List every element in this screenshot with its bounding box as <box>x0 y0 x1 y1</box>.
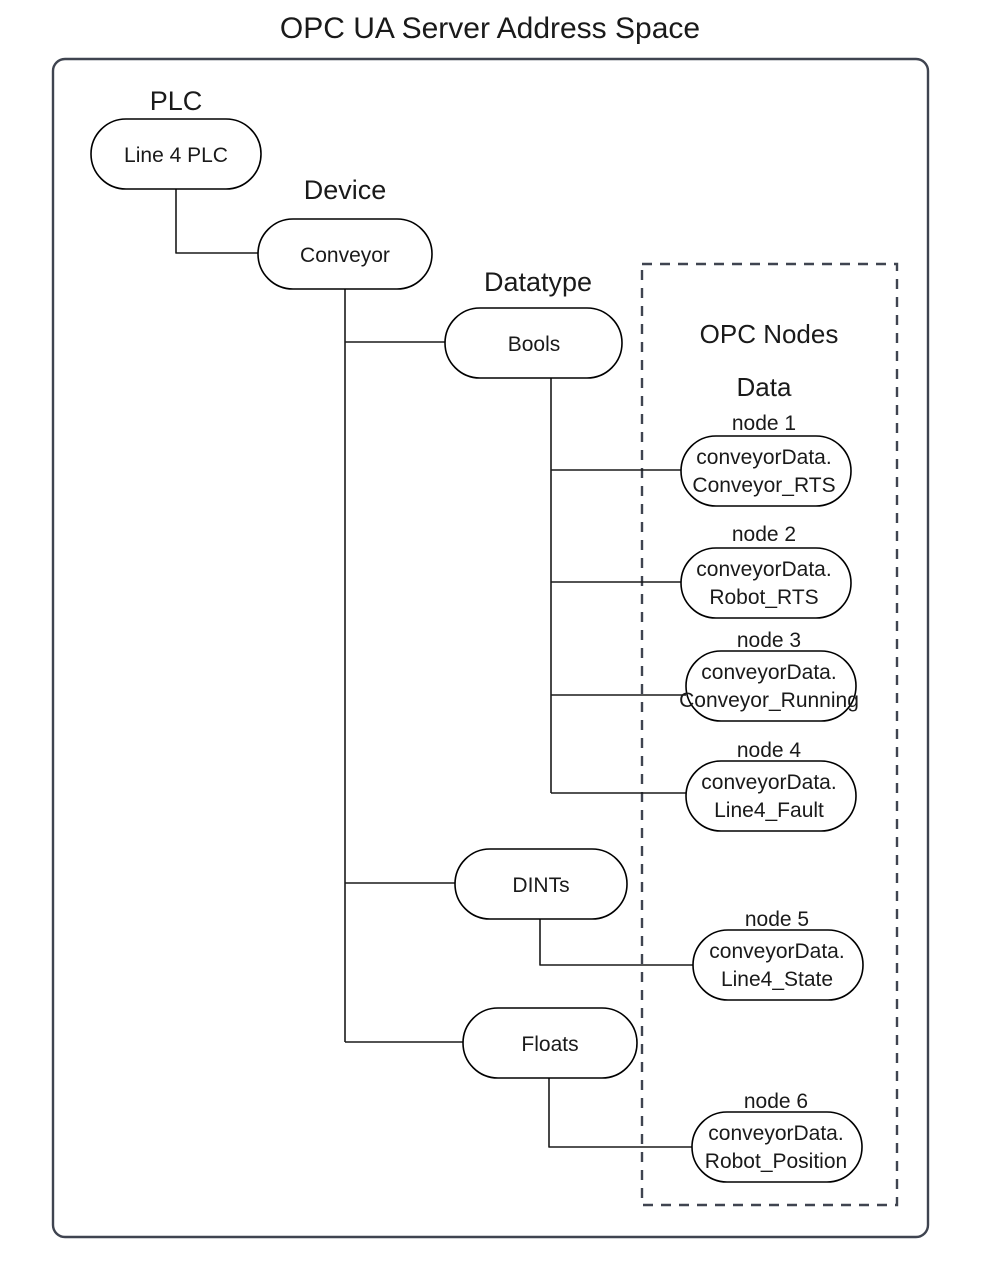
tree-node-datatype-floats-label: Floats <box>521 1033 578 1056</box>
group-label-device: Device <box>304 175 387 205</box>
tree-node-plc-label: Line 4 PLC <box>124 144 228 167</box>
opc-node-6-line1: conveyorData. <box>708 1122 843 1145</box>
opc-node-2-caption: node 2 <box>732 523 796 546</box>
opc-node-2-line1: conveyorData. <box>696 558 831 581</box>
opc-node-2-shape[interactable] <box>680 547 852 619</box>
opc-node-3-caption: node 3 <box>737 629 801 652</box>
tree-node-datatype-bools-label: Bools <box>508 333 561 356</box>
tree-node-datatype-bools[interactable]: Bools <box>444 307 623 379</box>
opc-node-5-line1: conveyorData. <box>709 940 844 963</box>
opc-node-3-line1: conveyorData. <box>701 661 836 684</box>
opc-node-6-shape[interactable] <box>691 1111 863 1183</box>
tree-node-device-label: Conveyor <box>300 244 390 267</box>
opc-node-5-shape[interactable] <box>692 929 864 1001</box>
tree-node-datatype-dints-label: DINTs <box>512 874 569 897</box>
opc-node-3-line2: Conveyor_Running <box>679 689 859 712</box>
opc-node-4-line1: conveyorData. <box>701 771 836 794</box>
opc-node-1[interactable]: node 1 conveyorData. Conveyor_RTS <box>680 412 852 507</box>
tree-node-datatype-dints-shape[interactable] <box>454 848 628 920</box>
tree-node-datatype-dints[interactable]: DINTs <box>454 848 628 920</box>
opc-node-5[interactable]: node 5 conveyorData. Line4_State <box>692 908 864 1001</box>
opc-node-4-caption: node 4 <box>737 739 802 762</box>
opc-node-2[interactable]: node 2 conveyorData. Robot_RTS <box>680 523 852 619</box>
tree-node-device[interactable]: Conveyor <box>257 218 433 290</box>
tree-node-datatype-floats-shape[interactable] <box>462 1007 638 1079</box>
opc-data-subheading: Data <box>737 372 792 402</box>
opc-node-4[interactable]: node 4 conveyorData. Line4_Fault <box>685 739 857 832</box>
opc-node-1-line2: Conveyor_RTS <box>692 474 835 497</box>
edge-floats-to-node-6 <box>548 1078 692 1148</box>
opc-node-5-line2: Line4_State <box>721 968 833 991</box>
tree-node-device-shape[interactable] <box>257 218 433 290</box>
opc-node-5-caption: node 5 <box>745 908 809 931</box>
opc-nodes-heading: OPC Nodes <box>700 319 839 349</box>
tree-node-plc-shape[interactable] <box>90 118 262 190</box>
group-label-plc: PLC <box>150 86 203 116</box>
opc-node-6-caption: node 6 <box>744 1090 808 1113</box>
opc-node-6-line2: Robot_Position <box>705 1150 847 1173</box>
opc-node-2-line2: Robot_RTS <box>709 586 818 609</box>
tree-node-datatype-bools-shape[interactable] <box>444 307 623 379</box>
opc-node-4-line2: Line4_Fault <box>714 799 824 822</box>
opc-node-1-caption: node 1 <box>732 412 796 435</box>
tree-node-plc[interactable]: Line 4 PLC <box>90 118 262 190</box>
edge-plc-to-conveyor <box>175 189 258 254</box>
opc-nodes-panel <box>640 262 899 1207</box>
opc-node-1-shape[interactable] <box>680 435 852 507</box>
opc-node-4-shape[interactable] <box>685 760 857 832</box>
opc-node-3[interactable]: node 3 conveyorData. Conveyor_Running <box>679 629 859 722</box>
opc-node-1-line1: conveyorData. <box>696 446 831 469</box>
group-label-datatype: Datatype <box>484 267 592 297</box>
tree-node-datatype-floats[interactable]: Floats <box>462 1007 638 1079</box>
page-title: OPC UA Server Address Space <box>280 12 700 45</box>
edge-dints-to-node-5 <box>539 919 693 966</box>
opc-node-3-shape[interactable] <box>685 650 857 722</box>
opc-node-6[interactable]: node 6 conveyorData. Robot_Position <box>691 1090 863 1183</box>
